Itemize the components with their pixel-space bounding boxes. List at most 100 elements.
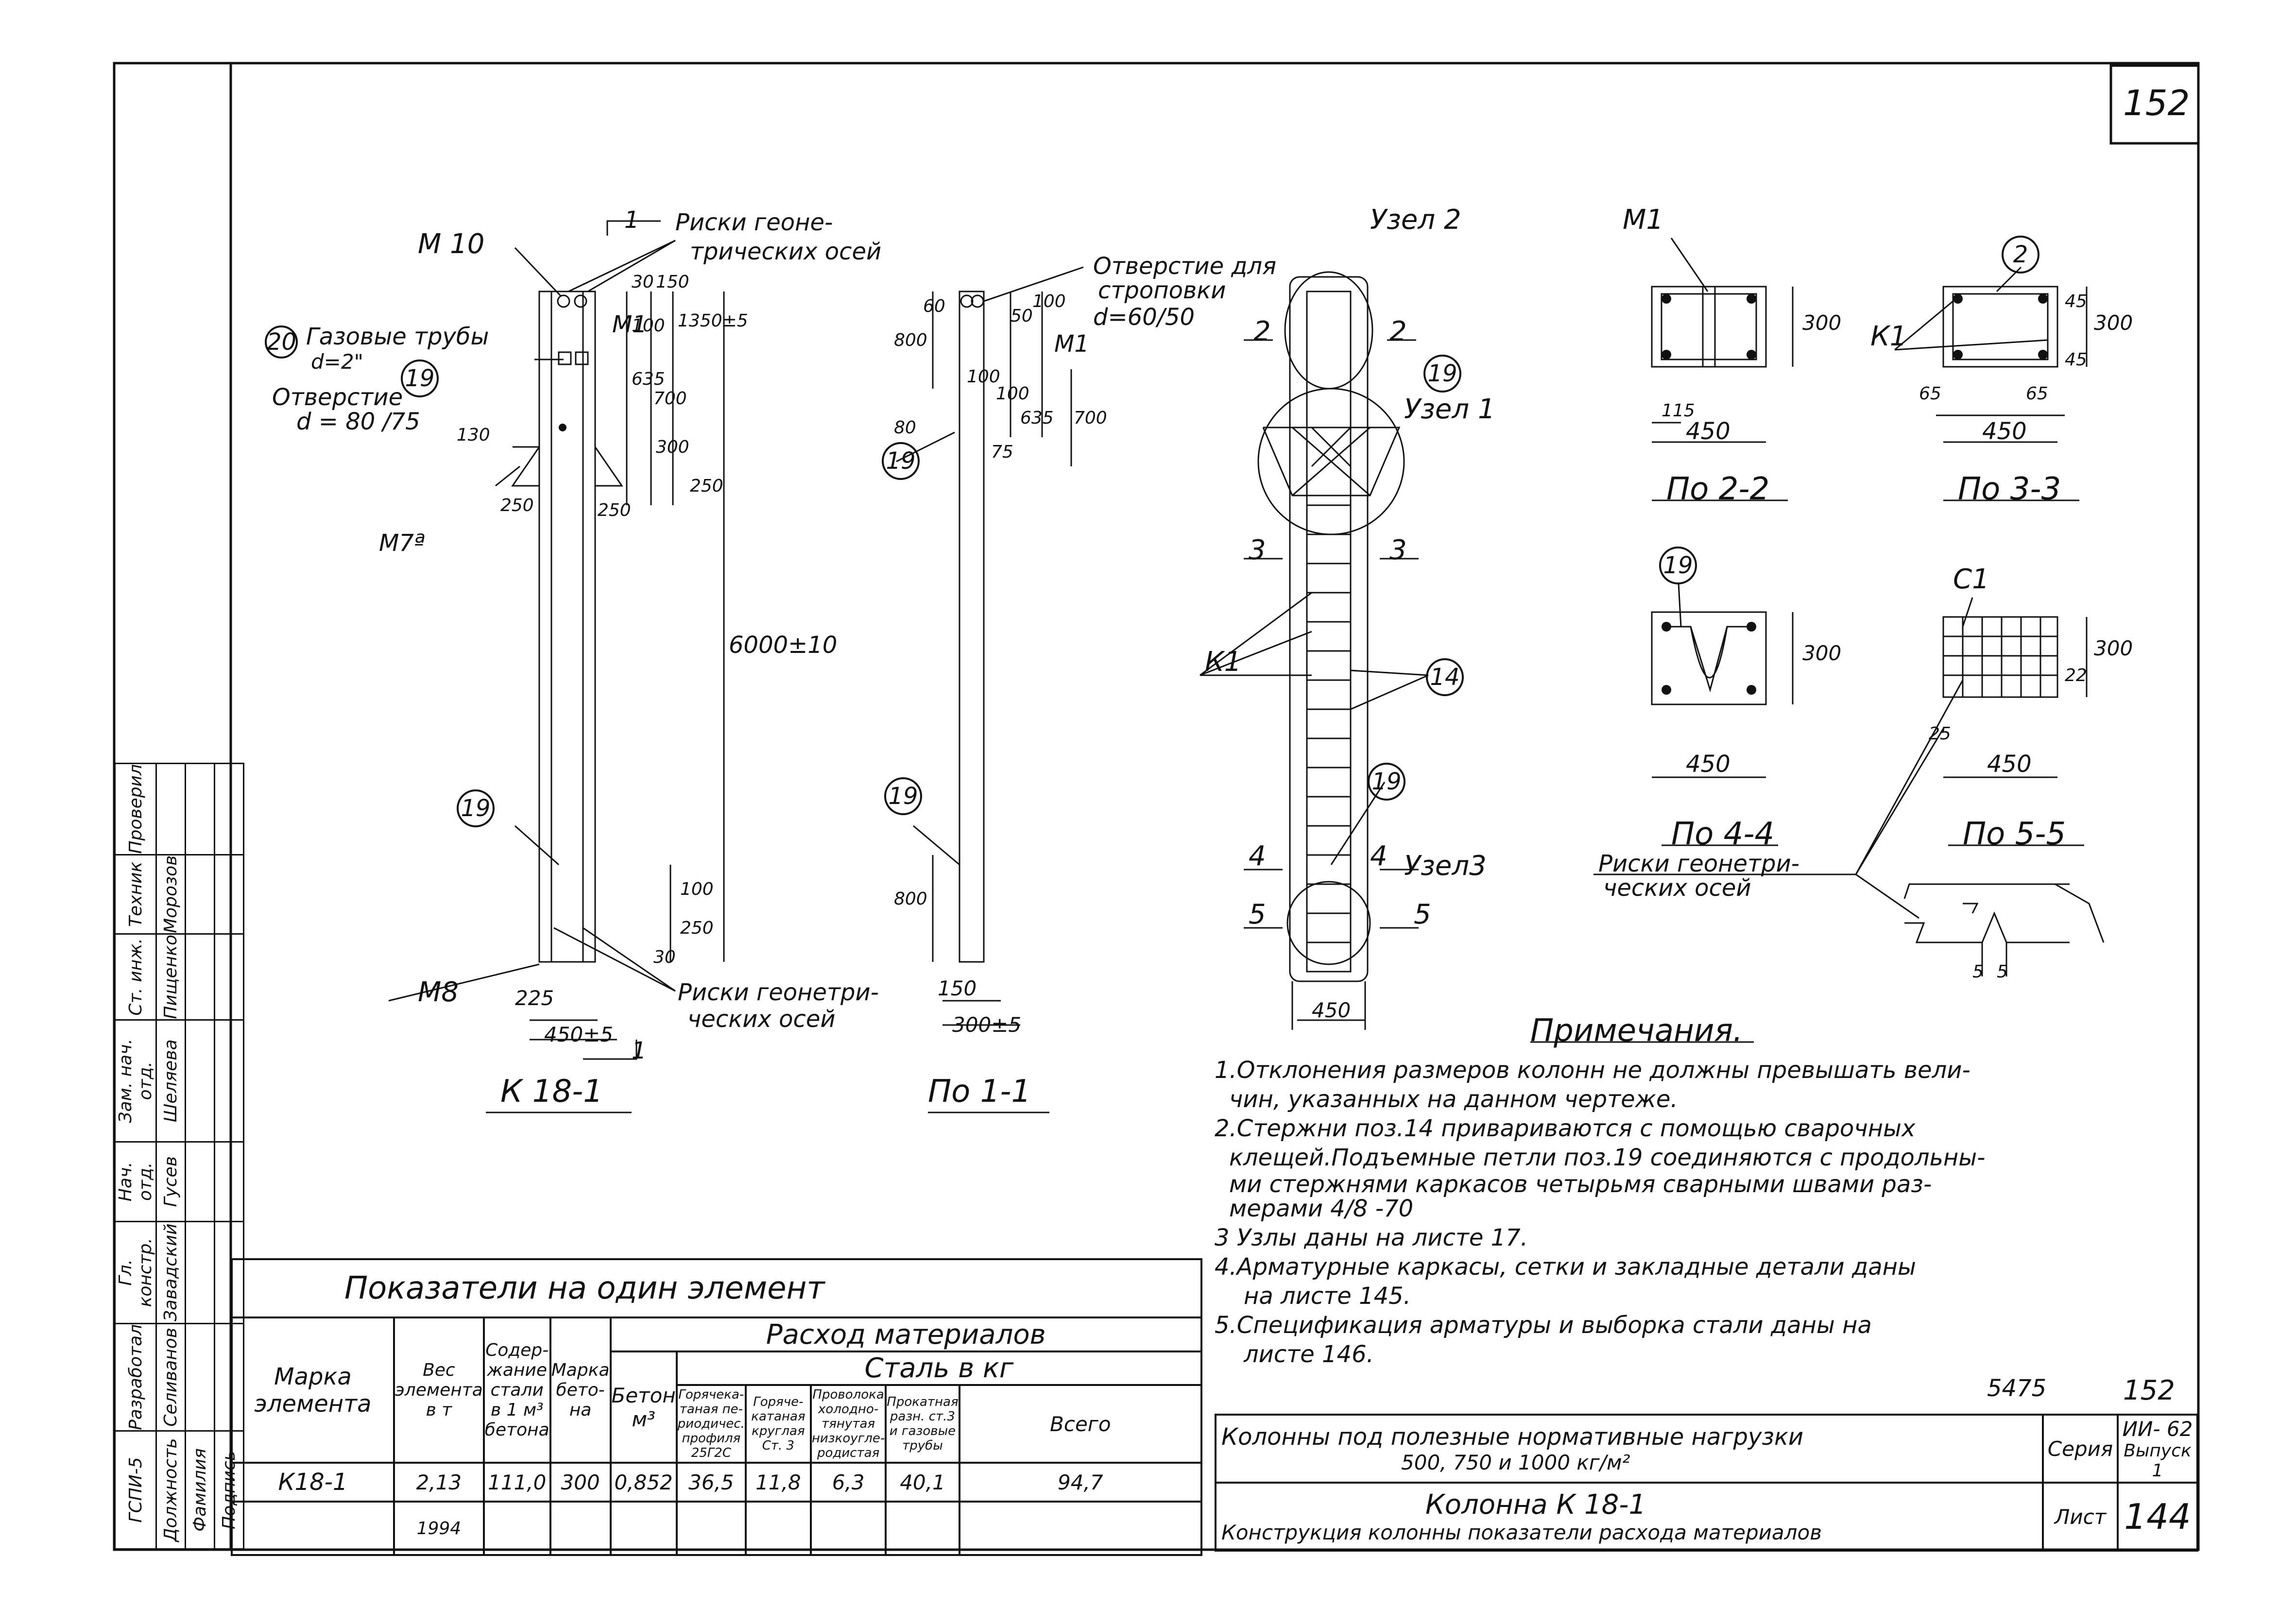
risks-note-line2: ческих осей	[1603, 874, 1751, 902]
side-name-2: Гусев	[156, 1142, 186, 1222]
note-line-9: на листе 145.	[1244, 1282, 1411, 1310]
s11-dim-60: 60	[923, 296, 945, 316]
side-role-1: Гл. констр.	[115, 1221, 156, 1324]
sec33-title: По 3-3	[1958, 471, 2061, 507]
sec55-c1-label: С1	[1953, 564, 1989, 595]
sec44-title: По 4-4	[1671, 816, 1775, 852]
note-line-6: мерами 4/8 -70	[1229, 1195, 1414, 1222]
sec55-dim-300: 300	[2094, 636, 2133, 660]
title-line-2: 500, 750 и 1000 кг/м²	[1401, 1450, 1630, 1474]
cell-row-note: 1994	[393, 1501, 485, 1556]
s11-dim-300: 300±5	[952, 1013, 1022, 1037]
dim-300: 300	[656, 437, 689, 457]
risks-note-line1: Риски геонетри-	[1598, 850, 1799, 877]
s11-dim-100-a: 100	[967, 367, 1000, 387]
section-1-1-pos-19-top: 19	[882, 442, 920, 480]
hole-for-lifting-1: Отверстие для	[1093, 253, 1277, 280]
dim-700: 700	[653, 389, 687, 409]
element-name: Колонна К 18-1	[1425, 1489, 1646, 1521]
dim-225: 225	[515, 986, 554, 1010]
note-line-7: 3 Узлы даны на листе 17.	[1215, 1224, 1528, 1251]
weld-dim-5b: 5	[1997, 962, 2008, 982]
sheet-value: 144	[2117, 1482, 2198, 1552]
sec55-title: По 5-5	[1963, 816, 2066, 852]
dim-250: 250	[690, 476, 723, 496]
side-role-0: Разработал	[115, 1323, 156, 1431]
sec33-k1-label: К1	[1870, 321, 1907, 352]
section-2-2-view	[1651, 238, 1794, 501]
s11-dim-800: 800	[894, 330, 927, 350]
pos-19-marker-bottom: 19	[457, 789, 495, 827]
sheet-number-box	[2109, 64, 2200, 145]
gas-pipes-diameter: d=2"	[311, 350, 363, 374]
cell-steel-content: 111,0	[482, 1462, 551, 1503]
side-name-5: Морозов	[156, 855, 186, 934]
dim-1350: 1350±5	[678, 311, 748, 331]
column-elevation	[388, 220, 725, 1060]
dim-150: 150	[656, 272, 689, 292]
m7-label: М7ª	[379, 530, 425, 557]
dim-635: 635	[632, 369, 665, 389]
top-number-right: 152	[2123, 1375, 2175, 1406]
sec33-dim-300: 300	[2094, 311, 2133, 335]
note-line-10: 5.Спецификация арматуры и выборка стали …	[1215, 1312, 1872, 1339]
side-role-3: Зам. нач. отд.	[115, 1020, 156, 1142]
sec55-dim-450: 450	[1987, 751, 2032, 778]
gas-pipes-label: Газовые трубы	[306, 323, 489, 350]
cell-rolled: 40,1	[885, 1462, 960, 1503]
section-4-4-view	[1651, 582, 1794, 846]
hole-for-lifting-d: d=60/50	[1093, 304, 1195, 331]
sec33-dim-450: 450	[1982, 418, 2027, 445]
th-rolled: Прокатная разн. ст.3 и газовые трубы	[885, 1384, 960, 1464]
title-block-name-cell: Колонна К 18-1 Конструкция колонны показ…	[1215, 1482, 2044, 1552]
sec22-dim-115: 115	[1662, 401, 1695, 421]
table-row: К18-1 2,13 111,0 300 0,852 36,5 11,8 6,3…	[231, 1462, 1203, 1503]
cell-wire: 6,3	[809, 1462, 887, 1503]
th-total: Всего	[958, 1384, 1203, 1464]
sec55-dim-25: 25	[1929, 724, 1951, 744]
note-line-4: клещей.Подъемные петли поз.19 соединяютс…	[1229, 1144, 1986, 1171]
th-materials: Расход материалов	[609, 1316, 1203, 1352]
s11-dim-150: 150	[938, 976, 977, 1000]
indicators-table-title: Показатели на один элемент	[231, 1258, 1202, 1318]
reinforcement-view	[1199, 271, 1429, 1030]
title-block: Колонны под полезные нормативные нагрузк…	[1215, 1414, 2198, 1552]
section-mark-1-bottom: 1	[632, 1037, 647, 1064]
side-head-1: Фамилия	[185, 1431, 215, 1549]
dim-130: 130	[457, 425, 490, 445]
series-cell: ИИ- 62 Выпуск 1	[2117, 1414, 2198, 1484]
th-steel-content: Содер- жание стали в 1 м³ бетона	[482, 1316, 551, 1464]
section-1-1-m1-label: М1	[1054, 330, 1089, 358]
risks-label-top-1: Риски геоне-	[675, 209, 833, 236]
note-line-1: 1.Отклонения размеров колонн не должны п…	[1215, 1057, 1970, 1084]
sec33-dim-65-left: 65	[1919, 384, 1941, 404]
pos-14-marker: 14	[1426, 658, 1464, 696]
side-head-2: Подпись	[214, 1431, 244, 1549]
element-subtitle: Конструкция колонны показатели расхода м…	[1221, 1521, 1822, 1544]
side-role-5: Техник	[115, 855, 156, 934]
side-name-4: Пищенко	[156, 934, 186, 1020]
th-concrete-grade: Марка бето- на	[549, 1316, 612, 1464]
note-line-5: ми стержнями каркасов четырьмя сварными …	[1229, 1171, 1932, 1198]
s11-dim-75: 75	[991, 442, 1013, 462]
cut-5-right: 5	[1414, 899, 1431, 930]
series-value: ИИ- 62	[2122, 1417, 2193, 1441]
dim-250-right: 250	[598, 500, 631, 520]
th-hot-rolled-periodic: Горячека- таная пе- риодичес. профиля 25…	[675, 1384, 747, 1464]
weld-dim-5a: 5	[1972, 962, 1984, 982]
reinf-dim-450: 450	[1312, 998, 1351, 1022]
notes-heading: Примечания.	[1530, 1013, 1743, 1049]
risks-label-top-2: трических осей	[690, 238, 882, 265]
sec33-pos-2-marker: 2	[2002, 236, 2039, 274]
sec22-m1-label: М1	[1623, 204, 1663, 236]
dim-250-left: 250	[500, 496, 534, 515]
hole-for-lifting-2: строповки	[1098, 277, 1226, 304]
s11-dim-80: 80	[894, 418, 916, 438]
side-org: ГСПИ-5	[115, 1431, 156, 1549]
sec55-dim-22: 22	[2065, 666, 2087, 685]
cell-weight: 2,13	[393, 1462, 485, 1503]
m8-label: М8	[418, 976, 459, 1008]
column-title: К 18-1	[500, 1074, 603, 1110]
th-wire: Проволока холодно- тянутая низкоугле- ро…	[809, 1384, 887, 1464]
side-head-0: Должность	[156, 1431, 186, 1549]
